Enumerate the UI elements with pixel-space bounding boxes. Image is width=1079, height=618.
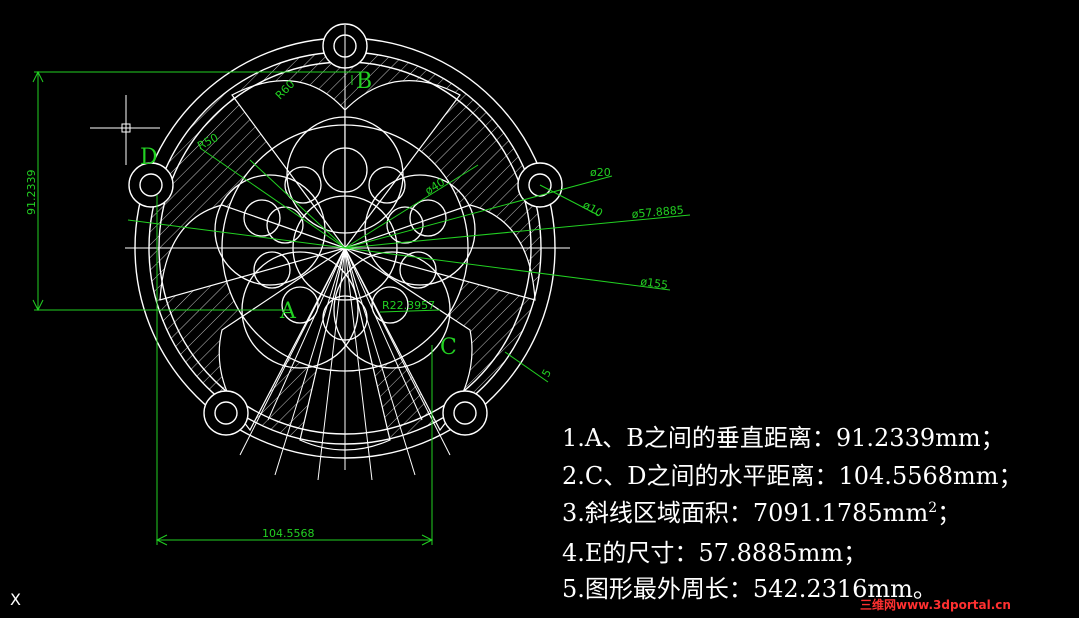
watermark: 三维网www.3dportal.cn (860, 598, 1011, 612)
dimension-lines (32, 70, 691, 546)
dim-d57-text: ø57.8885 (631, 203, 684, 221)
note-horizontal-distance: 2.C、D之间的水平距离：104.5568mm； (562, 462, 1023, 490)
crosshair-cursor-icon (90, 95, 160, 165)
dim-horizontal-text: 104.5568 (262, 527, 315, 540)
dim-vertical-text: 91.2339 (25, 170, 38, 216)
dim-d10-text: ø10 (581, 198, 605, 220)
note-hatched-area: 3.斜线区域面积：7091.1785mm2； (562, 499, 962, 527)
note-e-dimension: 4.E的尺寸：57.8885mm； (562, 539, 868, 567)
point-label-b: B (356, 69, 372, 94)
dim-d40-text: ø40 (423, 176, 447, 198)
point-labels: B D A C (140, 69, 457, 360)
dim-r22-text: R22.3957 (382, 299, 435, 312)
point-label-a: A (279, 299, 297, 324)
dim-d155-text: ø155 (640, 275, 669, 292)
dim-d20-text: ø20 (590, 166, 611, 179)
note-outer-perimeter: 5.图形最外周长：542.2316mm。 (562, 575, 937, 603)
point-label-c: C (440, 335, 457, 360)
ucs-axis-icon: X (10, 590, 21, 609)
note-vertical-distance: 1.A、B之间的垂直距离：91.2339mm； (562, 424, 1005, 452)
point-label-d: D (140, 145, 158, 170)
